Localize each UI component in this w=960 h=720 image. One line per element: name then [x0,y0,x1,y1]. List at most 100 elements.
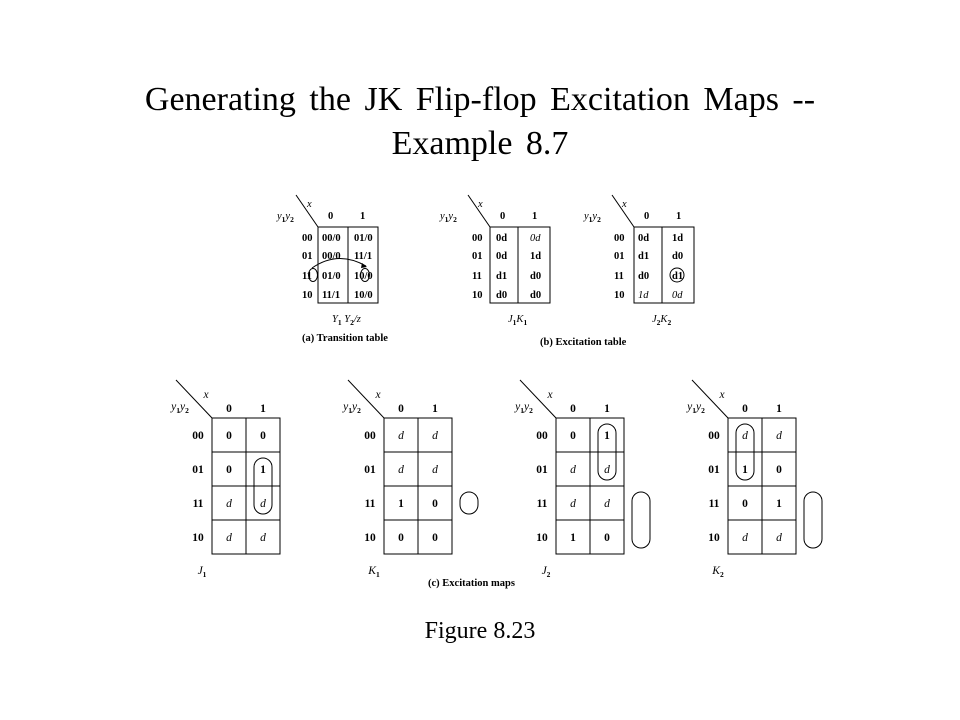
kmap-cell: 0 [226,430,232,442]
kmap-row-label: 11 [193,498,204,510]
j2k2-col-1: 1 [676,211,681,222]
kmap-row-label: 10 [536,532,548,544]
excitation-maps-caption: (c) Excitation maps [428,578,515,589]
tt-cell: 00/0 [322,233,341,244]
kmap-function-label: K1 [367,565,380,579]
kmap-cell: 1 [398,498,404,510]
kmap-row-var-label: y1y2 [342,401,361,415]
kmap-cell: d [226,532,232,544]
kmap-input-label: x [546,389,553,401]
kmap-cell: d [570,464,576,476]
kmap-row-var-label: y1y2 [170,401,189,415]
kmap-cell: 1 [604,430,610,442]
kmap-row-var-label: y1y2 [686,401,705,415]
arrowhead-icon [361,263,367,268]
j2k2-row: 01 [614,251,625,262]
j2k2-col-0: 0 [644,211,649,222]
j1k1-row: 01 [472,251,483,262]
kmap-row-label: 10 [708,532,720,544]
slide-title: Generating the JK Flip-flop Excitation M… [0,78,960,166]
tt-row-10: 10 [302,290,313,301]
kmap-row-label: 10 [192,532,204,544]
kmap-row-label: 00 [536,430,548,442]
j1k1-row: 11 [472,271,482,282]
kmap-cell: d [570,498,576,510]
j1k1-cell: 1d [530,251,541,262]
kmap-cell: d [742,430,748,442]
kmap-cell: d [432,464,438,476]
kmap-cell: 1 [260,464,266,476]
kmap-input-label: x [718,389,725,401]
kmap-corner-diagonal [691,379,729,419]
kmap-cell: 0 [432,498,438,510]
title-line-2: Example 8.7 [391,125,569,162]
kmap-col-label: 0 [570,403,576,415]
j2k2-input-label: x [621,199,627,210]
kmap-function-label: J1 [198,565,207,579]
kmap-cell: 1 [742,464,748,476]
excitation-table-j1k1: x y1y2 0 1 00 01 11 10 0d 0d 0d 1d d1 d0… [439,194,551,327]
kmap-cell: 1 [570,532,576,544]
kmap-cell: d [604,498,610,510]
kmap-col-label: 0 [226,403,232,415]
kmap-row-label: 01 [708,464,720,476]
j2k2-cell: 1d [638,290,649,301]
j2k2-cell: d0 [672,251,683,262]
kmap-row-label: 11 [709,498,720,510]
kmap-cell: d [260,498,266,510]
kmap-corner-diagonal [347,379,385,419]
kmap-col-label: 0 [742,403,748,415]
j2k2-cell: d1 [638,251,649,262]
j1k1-cell: d0 [496,290,507,301]
tt-highlight-circle [360,268,370,282]
kmap-row-label: 11 [365,498,376,510]
kmap-cell: d [776,430,782,442]
tt-row-01: 01 [302,251,313,262]
j1k1-cell: 0d [530,233,541,244]
tt-cell: 00/0 [322,251,341,262]
kmap-cell: 0 [398,532,404,544]
kmap-cell: 0 [570,430,576,442]
kmap-cell: d [432,430,438,442]
kmap-grouping-loop [803,491,823,549]
kmap-grouping-loop [631,491,651,549]
kmap-col-label: 0 [398,403,404,415]
kmap-row-label: 00 [192,430,204,442]
j1k1-row: 00 [472,233,483,244]
kmap-col-label: 1 [432,403,438,415]
j2k2-row: 10 [614,290,625,301]
tt-output-label: Y1 Y2/z [332,314,361,327]
j2k2-highlight-circle [669,267,685,283]
kmap-cell: d [776,532,782,544]
tt-input-label: x [306,199,312,210]
j2k2-cell: d1 [672,271,683,282]
kmap-row-label: 10 [364,532,376,544]
tt-cell: 11/1 [354,251,372,262]
j2k2-cell: d0 [638,271,649,282]
j1k1-cell: d1 [496,271,507,282]
j1k1-col-1: 1 [532,211,537,222]
kmap-col-label: 1 [260,403,266,415]
tt-row-00: 00 [302,233,313,244]
kmap-cell: 1 [776,498,782,510]
kmap-cell: d [742,532,748,544]
j1k1-cell: 0d [496,251,507,262]
kmap-cell: 0 [742,498,748,510]
j1k1-row-var-label: y1y2 [439,211,457,224]
j2k2-row: 00 [614,233,625,244]
kmap-cell: 0 [604,532,610,544]
tt-caption: (a) Transition table [302,333,388,344]
j1k1-output-label: J1K1 [508,314,527,327]
kmap-function-label: K2 [711,565,724,579]
kmap-col-label: 1 [776,403,782,415]
j1k1-col-0: 0 [500,211,505,222]
j2k2-output-label: J2K2 [652,314,671,327]
tt-cell: 11/1 [322,290,340,301]
tt-row-var-label: y1y2 [276,211,294,224]
kmap-grouping-loop [253,457,273,515]
kmap-cell: 0 [776,464,782,476]
kmap-row-label: 00 [364,430,376,442]
transition-table: x y1y2 0 1 00 01 11 10 00/0 01/0 00/0 11… [276,194,388,344]
